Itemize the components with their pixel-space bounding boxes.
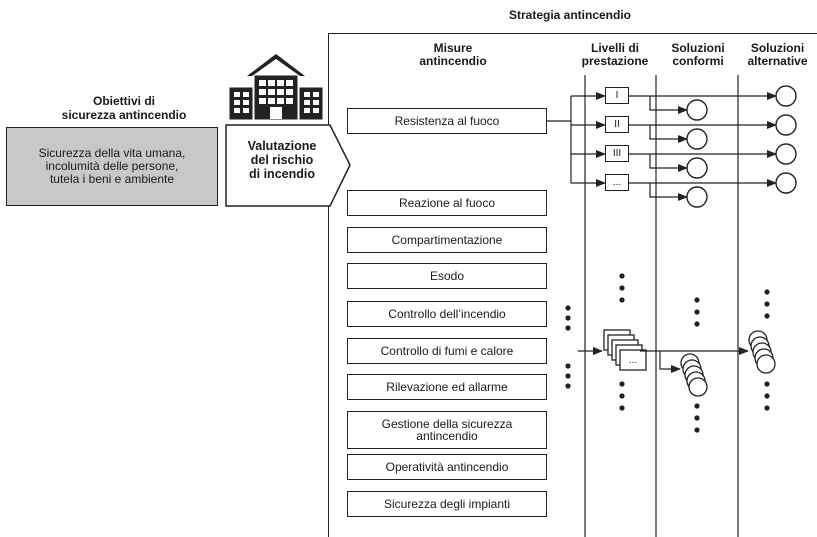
measure-esodo: Esodo [347, 263, 547, 289]
risk-assessment-label: Valutazione del rischio di incendio [247, 139, 317, 181]
strategy-frame [328, 33, 817, 537]
alternative-column-header: Soluzioni alternative [747, 41, 808, 68]
measure-reazione: Reazione al fuoco [347, 190, 547, 216]
measure-rilevazione: Rilevazione ed allarme [347, 374, 547, 400]
level-box-4: ... [605, 174, 629, 191]
measure-operativita: Operatività antincendio [347, 454, 547, 480]
measure-gestione: Gestione della sicurezza antincendio [347, 411, 547, 449]
measure-controllo-fumi: Controllo di fumi e calore [347, 338, 547, 364]
levels-column-header: Livelli di prestazione [581, 41, 649, 68]
measure-compartimentazione: Compartimentazione [347, 227, 547, 253]
building-icon [229, 54, 323, 120]
stacked-level-label: ... [628, 355, 638, 366]
strategy-title: Strategia antincendio [508, 8, 632, 22]
level-box-2: II [605, 116, 629, 133]
level-box-3: III [605, 145, 629, 162]
measure-resistenza: Resistenza al fuoco [347, 108, 547, 134]
risk-assessment-shape [225, 124, 351, 207]
measure-controllo-incendio: Controllo dell’incendio [347, 301, 547, 327]
measures-column-header: Misure antincendio [419, 41, 487, 68]
level-box-1: I [605, 87, 629, 104]
objectives-box: Sicurezza della vita umana, incolumità d… [6, 127, 218, 206]
objectives-title: Obiettivi di sicurezza antincendio [61, 94, 187, 122]
measure-impianti: Sicurezza degli impianti [347, 491, 547, 517]
conform-column-header: Soluzioni conformi [671, 41, 725, 68]
